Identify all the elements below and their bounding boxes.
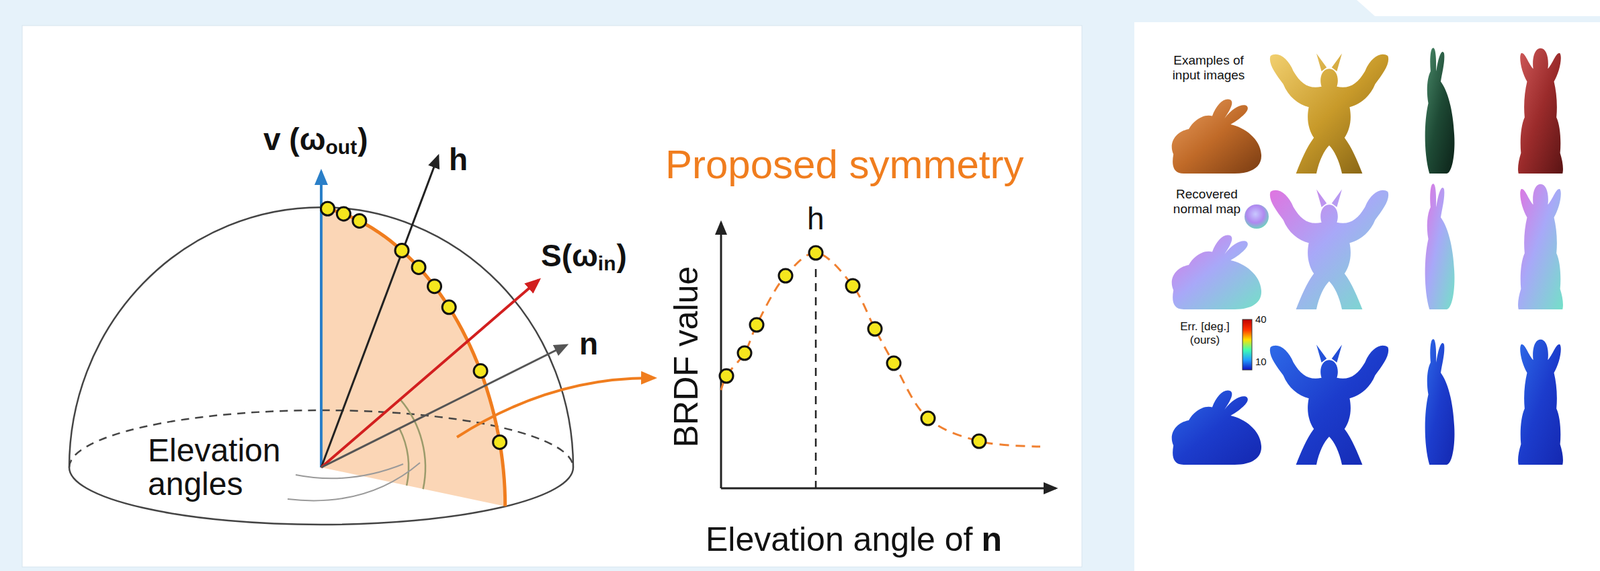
sample-dot	[972, 434, 986, 448]
leader-line	[287, 462, 420, 500]
halfway-vector	[321, 155, 439, 468]
input-photo	[1518, 48, 1564, 174]
angle-label: Elevation angles	[147, 433, 304, 502]
vector-label: v (ω	[263, 122, 326, 157]
sample-dot	[809, 245, 823, 260]
axis-title: BRDF value	[667, 265, 705, 447]
brdf-chart	[719, 222, 1056, 488]
result-thumbnails	[1171, 47, 1564, 465]
view-vector	[319, 171, 323, 468]
error-map	[1270, 344, 1389, 465]
right-panel	[1134, 22, 1600, 571]
sample-dot	[737, 346, 752, 360]
sample-dot	[411, 260, 426, 274]
colorbar-tick: 40	[1255, 313, 1267, 326]
hemisphere-illustration	[69, 155, 655, 525]
axis-title: n	[981, 520, 1003, 558]
vector-label: S(ω	[540, 238, 599, 273]
sample-dot	[778, 268, 793, 283]
sample-dot	[321, 201, 335, 216]
plane-sector	[321, 206, 506, 507]
sample-dot	[749, 317, 764, 332]
pointer-arrow	[456, 377, 655, 437]
normal-map	[1425, 183, 1455, 310]
symmetry-line	[815, 268, 818, 488]
vector-label: )	[616, 238, 627, 273]
vector-label: )	[357, 122, 368, 157]
left-panel	[22, 25, 1082, 567]
chart-heading: Proposed symmetry	[665, 142, 1025, 187]
input-photo	[1171, 99, 1262, 174]
sample-dot	[473, 364, 488, 378]
sample-dot	[442, 300, 456, 314]
leader-line	[295, 463, 404, 478]
row-label: Examples of input images	[1166, 53, 1251, 83]
normal-vector	[321, 344, 567, 468]
input-photo	[1270, 53, 1389, 174]
color-bar	[1242, 319, 1252, 370]
great-circle-arc	[321, 206, 506, 507]
sample-dot	[846, 278, 860, 293]
subscript: in	[598, 251, 617, 275]
vector-label: n	[579, 326, 599, 361]
normal-map	[1171, 235, 1262, 310]
sample-dot	[887, 356, 901, 370]
normal-map	[1270, 188, 1389, 310]
y-axis	[720, 222, 723, 488]
sample-dot	[868, 321, 882, 336]
error-map	[1171, 390, 1262, 465]
corner-tab	[1356, 0, 1600, 17]
elevation-arc	[400, 399, 426, 489]
axis-title: Elevation angle of	[705, 520, 974, 558]
sample-dot	[493, 434, 507, 449]
sample-dot	[395, 243, 409, 258]
normal-sphere	[1244, 204, 1269, 229]
input-photo	[1425, 47, 1455, 174]
row-label: Recovered normal map	[1169, 186, 1244, 217]
sample-dot	[352, 213, 367, 228]
base-rim-front	[69, 467, 574, 525]
light-vector	[321, 279, 539, 468]
error-map	[1425, 338, 1455, 465]
vector-label: h	[448, 142, 468, 177]
x-axis	[721, 487, 1056, 490]
brdf-curve	[721, 252, 1041, 447]
subscript: out	[325, 135, 358, 158]
sample-dot	[719, 368, 734, 383]
normal-map	[1518, 184, 1564, 310]
sample-dot	[921, 411, 935, 425]
sample-dot	[336, 206, 351, 221]
sample-dot	[428, 279, 442, 293]
error-map	[1518, 339, 1564, 465]
colorbar-tick: 10	[1255, 356, 1267, 368]
peak-label: h	[807, 201, 825, 236]
row-label: Err. [deg.] (ours)	[1171, 319, 1239, 347]
